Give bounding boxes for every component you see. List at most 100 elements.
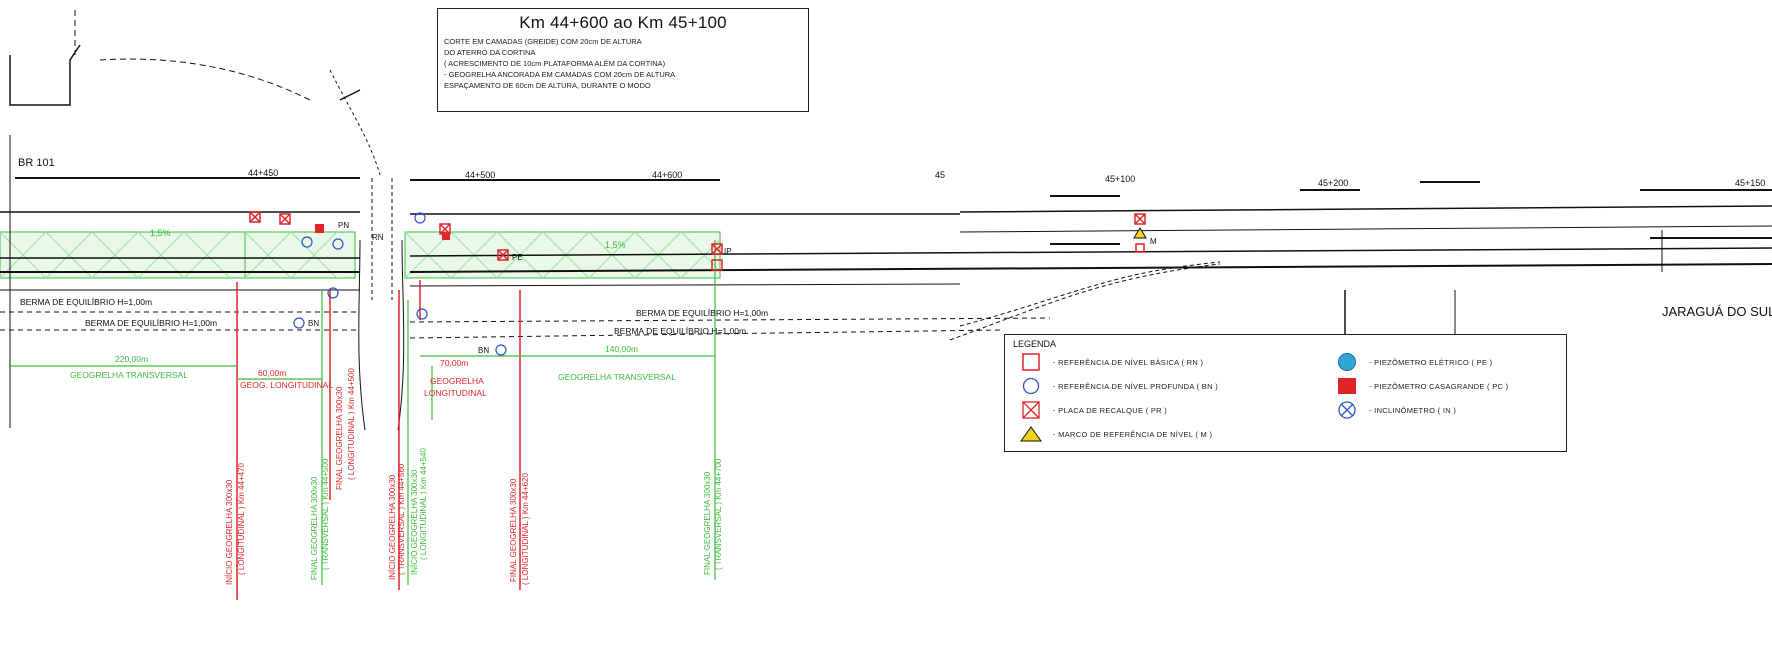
inclinometer-marker <box>301 236 313 248</box>
legend-text: - REFERÊNCIA DE NÍVEL PROFUNDA ( BN ) <box>1053 381 1219 391</box>
marker-label: PE <box>512 253 523 262</box>
marker-label: PN <box>338 221 349 230</box>
vertical-label: ( LONGITUDINAL ) Km 44+470 <box>237 462 246 575</box>
right-ticks <box>1344 230 1663 340</box>
field-markers <box>249 211 1147 356</box>
station-label: 44+500 <box>465 170 495 180</box>
berm-label: BERMA DE EQUILÍBRIO H=1,00m <box>636 308 768 318</box>
dimension-label: GEOGRELHA TRANSVERSAL <box>558 372 676 382</box>
settlement-plate-marker <box>249 211 261 223</box>
header-note-line: CORTE EM CAMADAS (GREIDE) COM 20cm DE AL… <box>444 37 642 46</box>
inclinometer-marker <box>332 238 344 250</box>
legend-item: - PLACA DE RECALQUE ( PR ) <box>1019 399 1167 421</box>
vertical-label: ( TRANSVERSAL ) Km 44+700 <box>714 458 723 570</box>
red-station-lines <box>236 280 521 600</box>
slope-label: 1,5% <box>150 228 171 238</box>
station-label: 45+200 <box>1318 178 1348 188</box>
vertical-label: ( TRANSVERSAL ) Km 44+560 <box>397 463 406 575</box>
station-label: 45 <box>935 170 945 180</box>
vertical-labels: INÍCIO GEOGRELHA 300x30 ( LONGITUDINAL )… <box>225 367 723 585</box>
dimension-label: LONGITUDINAL <box>424 388 487 398</box>
vertical-label: ( TRANSVERSAL ) Km 44+500 <box>321 458 330 570</box>
header-note-line: - GEOGRELHA ANCORADA EM CAMADAS COM 20cm… <box>444 70 676 79</box>
geogrid-band-left <box>0 231 356 279</box>
legend-text: - INCLINÔMETRO ( IN ) <box>1369 405 1457 415</box>
settlement-plate-marker <box>497 249 509 261</box>
vertical-label: INÍCIO GEOGRELHA 300x30 <box>225 479 234 585</box>
vertical-label: ( LONGITUDINAL ) Km 44+500 <box>347 367 356 480</box>
header-title: Km 44+600 ao Km 45+100 <box>519 13 727 32</box>
marker-label: RN <box>372 233 384 242</box>
square-filled-icon <box>1335 375 1359 397</box>
legend-item: - MARCO DE REFERÊNCIA DE NÍVEL ( M ) <box>1019 423 1212 445</box>
station-label: 44+450 <box>248 168 278 178</box>
dimension-label: 220,00m <box>115 354 148 364</box>
legend-item: - PIEZÔMETRO ELÉTRICO ( PE ) <box>1335 351 1492 373</box>
dimension-label: GEOG. LONGITUDINAL <box>240 380 333 390</box>
cross-box-icon <box>1019 399 1043 421</box>
berm-label: BERMA DE EQUILÍBRIO H=1,00m <box>614 326 746 336</box>
dimension-label: GEOGRELHA TRANSVERSAL <box>70 370 188 380</box>
dimension-label: 60,00m <box>258 368 286 378</box>
square-outline-icon <box>1019 351 1043 373</box>
slope-label: 1,5% <box>605 240 626 250</box>
cross-circle-icon <box>1335 399 1359 421</box>
vertical-label: FINAL GEOGRELHA 300x30 <box>509 478 518 582</box>
inclinometer-marker <box>416 308 428 320</box>
legend-item: - REFERÊNCIA DE NÍVEL BÁSICA ( RN ) <box>1019 351 1203 373</box>
marker-label: BN <box>308 319 319 328</box>
legend-title: LEGENDA <box>1013 339 1057 349</box>
dimension-label: 70,00m <box>440 358 468 368</box>
legend-text: - PIEZÔMETRO ELÉTRICO ( PE ) <box>1369 357 1493 367</box>
dimension-label: 140,00m <box>605 344 638 354</box>
marker-label: BN <box>478 346 489 355</box>
legend-text: - PLACA DE RECALQUE ( PR ) <box>1053 405 1168 415</box>
vertical-label: INÍCIO GEOGRELHA 300x30 <box>388 474 397 580</box>
header-note-box: Km 44+600 ao Km 45+100 CORTE EM CAMADAS … <box>437 8 809 112</box>
circle-outline-icon <box>1019 375 1043 397</box>
station-label: 45+100 <box>1105 174 1135 184</box>
level-reference-marker <box>1133 227 1147 239</box>
casagrande-piezometer-marker <box>442 232 450 240</box>
deep-benchmark-marker <box>495 344 507 356</box>
legend-item: - INCLINÔMETRO ( IN ) <box>1335 399 1456 421</box>
settlement-plate-marker <box>711 259 723 271</box>
place-label: JARAGUÁ DO SUL <box>1662 304 1772 319</box>
settlement-plate-marker <box>1134 213 1146 225</box>
road-label: BR 101 <box>18 157 55 169</box>
settlement-plate-marker <box>711 243 723 255</box>
vertical-label: FINAL GEOGRELHA 300x30 <box>703 471 712 575</box>
legend-item: - PIEZÔMETRO CASAGRANDE ( PC ) <box>1335 375 1508 397</box>
vertical-label: ( LONGITUDINAL ) Km 44+620 <box>521 472 530 585</box>
deep-benchmark-marker <box>293 317 305 329</box>
settlement-plate-marker <box>279 213 291 225</box>
legend-text: - PIEZÔMETRO CASAGRANDE ( PC ) <box>1369 381 1509 391</box>
triangle-icon <box>1019 423 1043 445</box>
marker-label: IP <box>724 247 732 256</box>
header-note-line: ESPAÇAMENTO DE 60cm DE ALTURA, DURANTE O… <box>444 81 651 90</box>
inclinometer-marker <box>327 287 339 299</box>
legend-text: - MARCO DE REFERÊNCIA DE NÍVEL ( M ) <box>1053 429 1213 439</box>
dimension-label: GEOGRELHA <box>430 376 484 386</box>
inclinometer-marker <box>414 212 426 224</box>
marker-label: M <box>1150 237 1157 246</box>
station-label: 45+150 <box>1735 178 1765 188</box>
benchmark-marker <box>1135 243 1145 253</box>
legend-box: LEGENDA - REFERÊNCIA DE NÍVEL BÁSICA ( R… <box>1004 334 1567 452</box>
casagrande-piezometer-marker <box>315 224 324 233</box>
legend-item: - REFERÊNCIA DE NÍVEL PROFUNDA ( BN ) <box>1019 375 1218 397</box>
legend-text: - REFERÊNCIA DE NÍVEL BÁSICA ( RN ) <box>1053 357 1204 367</box>
header-note-line: ( ACRESCIMENTO DE 10cm PLATAFORMA ALÉM D… <box>444 59 666 68</box>
circle-filled-icon <box>1335 351 1359 373</box>
berm-label: BERMA DE EQUILÍBRIO H=1,00m <box>85 318 217 328</box>
vertical-label: INÍCIO GEOGRELHA 300x30 <box>410 469 419 575</box>
berm-label: BERMA DE EQUILÍBRIO H=1,00m <box>20 297 152 307</box>
vertical-label: FINAL GEOGRELHA 300x30 <box>310 476 319 580</box>
vertical-label: FINAL GEOGRELHA 300x30 <box>335 386 344 490</box>
green-dimension-lines <box>10 240 716 585</box>
header-note-line: DO ATERRO DA CORTINA <box>444 48 536 57</box>
station-label: 44+600 <box>652 170 682 180</box>
road-lines <box>0 10 1772 431</box>
vertical-label: ( LONGITUDINAL ) Km 44+540 <box>419 447 428 560</box>
